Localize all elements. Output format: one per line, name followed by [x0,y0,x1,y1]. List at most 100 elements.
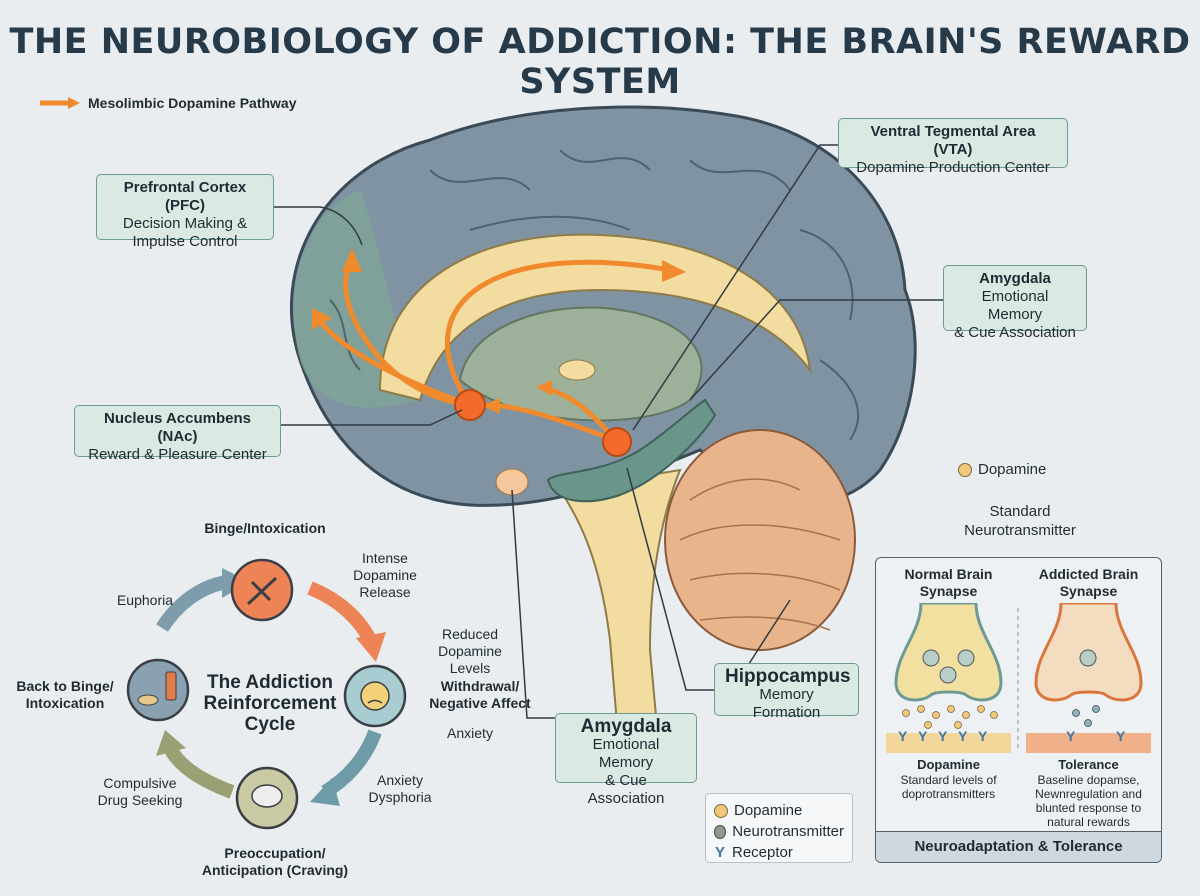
back-to-binge-label: Back to Binge/ Intoxication [10,678,120,712]
thought-cloud-icon [251,784,283,808]
pfc-desc-2: Impulse Control [132,233,238,250]
anxiety-label: Anxiety [447,725,493,741]
intense-3: Release [359,584,411,600]
amygdala-bottom-name: Amygdala [580,716,672,737]
addicted-title-2: Synapse [1059,583,1118,599]
amygdala-top-name: Amygdala [979,270,1051,287]
legend-dopamine: Dopamine [734,802,803,819]
synapse-panel: Normal Brain Synapse Addicted Brain Syna… [875,557,1162,863]
vta-name: Ventral Tegmental Area (VTA) [870,123,1036,158]
bottom-legend: Dopamine Neurotransmitter Y Receptor [705,793,853,863]
svg-text:Y: Y [1116,728,1126,744]
arrow-head-pfc-2 [312,308,332,330]
cerebellum-folds [679,478,841,631]
amygdala-top-desc-1: Emotional Memory [981,288,1049,323]
dopamine-legend-icon [714,803,728,818]
hippocampus-desc: Memory Formation [752,686,821,721]
cycle-arrowhead-compulsive [156,730,186,756]
normal-desc-1: Standard levels of [900,773,997,787]
reduced-3: Levels [449,660,491,676]
legend-row-dopamine: Dopamine [714,800,844,821]
binge-label: Binge/Intoxication [204,520,326,536]
pathway-legend-label: Mesolimbic Dopamine Pathway [88,95,297,111]
arrow-head-thal [536,380,552,396]
cycle-center-title: The Addiction Reinforcement Cycle [200,672,340,735]
withdrawal-1: Withdrawal/ [440,678,520,694]
addicted-desc-4: natural rewards [1047,815,1130,829]
svg-text:Y: Y [1066,728,1076,744]
pfc-name: Prefrontal Cortex (PFC) [123,179,247,214]
hippocampus-name: Hippocampus [725,666,851,687]
reduced-2: Dopamine [438,643,502,659]
amygdala-bottom-desc-1: Emotional Memory [592,736,660,771]
cycle-center-3: Cycle [244,714,296,735]
addicted-vesicle [1079,649,1097,667]
preocc-2: Anticipation (Craving) [201,862,349,878]
side-legend-standard: Standard Neurotransmitter [940,502,1100,540]
hippocampus-label: Hippocampus Memory Formation [714,663,859,721]
anx-dys-1: Anxiety [377,772,423,788]
intense-1: Intense [362,550,408,566]
withdrawal-2: Negative Affect [429,695,531,711]
svg-text:Y: Y [938,728,948,744]
nucleus-accumbens-node [454,389,486,421]
nac-label: Nucleus Accumbens (NAc) Reward & Pleasur… [74,405,281,463]
preocc-1: Preoccupation/ [224,845,326,861]
nac-desc: Reward & Pleasure Center [88,446,267,463]
vta-node [602,427,632,457]
sad-mouth [367,699,383,704]
legend-row-receptor: Y Receptor [714,842,844,863]
corpus-callosum [378,233,812,402]
pills-icon [137,694,159,706]
legend-receptor: Receptor [732,844,793,861]
withdrawal-label: Withdrawal/ Negative Affect [424,678,536,712]
pfc-desc-1: Decision Making & [122,215,248,232]
svg-text:Y: Y [918,728,928,744]
normal-vesicle-3 [939,666,957,684]
pfc-label: Prefrontal Cortex (PFC) Decision Making … [96,174,274,250]
normal-postsynaptic [886,733,1011,753]
bottle-icon [165,671,177,701]
addicted-label: Tolerance [1058,757,1119,772]
panel-footer: Neuroadaptation & Tolerance [876,831,1161,862]
thalamus-core [558,359,596,381]
arrow-head-pfc [342,248,362,272]
back-1: Back to Binge/ [16,678,114,694]
addicted-desc-3: blunted response to [1035,801,1142,815]
amygdala-top-desc-2: & Cue Association [954,324,1076,341]
anxiety-dysphoria-label: Anxiety Dysphoria [360,772,440,806]
addiction-cycle [126,558,407,830]
legend-row-neurotransmitter: Neurotransmitter [714,821,844,842]
cycle-arrow-euphoria [156,575,230,632]
svg-text:Y: Y [898,728,908,744]
reduced-1: Reduced [441,626,499,642]
normal-title-2: Synapse [919,583,978,599]
legend-neurotransmitter: Neurotransmitter [732,823,844,840]
cycle-arrowhead-intense [356,632,386,662]
nac-name: Nucleus Accumbens (NAc) [104,410,251,445]
normal-desc-2: doprotransmitters [901,787,996,801]
amygdala-top-label: Amygdala Emotional Memory & Cue Associat… [943,265,1087,341]
side-standard-1: Standard [989,503,1051,520]
normal-synapse-title: Normal Brain Synapse [886,566,1011,600]
sad-face-icon [360,681,390,711]
leader-lines [272,144,943,719]
cycle-arrow-compulsive [163,744,235,799]
back-2: Intoxication [25,695,105,711]
addicted-desc: Baseline dopamse, Newnregulation and blu… [1026,773,1151,829]
reduced-label: Reduced Dopamine Levels [420,626,520,677]
compulsive-1: Compulsive [103,775,177,791]
cerebellum [664,429,856,651]
hippocampus [546,398,717,503]
intense-2: Dopamine [353,567,417,583]
anx-dys-2: Dysphoria [368,789,432,805]
addicted-desc-1: Baseline dopamse, [1037,773,1140,787]
normal-dopamine-dots [902,705,998,729]
amygdala-bottom-label: Amygdala Emotional Memory & Cue Associat… [555,713,697,807]
addicted-synapse-title: Addicted Brain Synapse [1026,566,1151,600]
intense-label: Intense Dopamine Release [340,550,430,601]
side-dopamine-label: Dopamine [978,461,1047,478]
amygdala-bottom-desc-2: & Cue Association [587,772,665,807]
